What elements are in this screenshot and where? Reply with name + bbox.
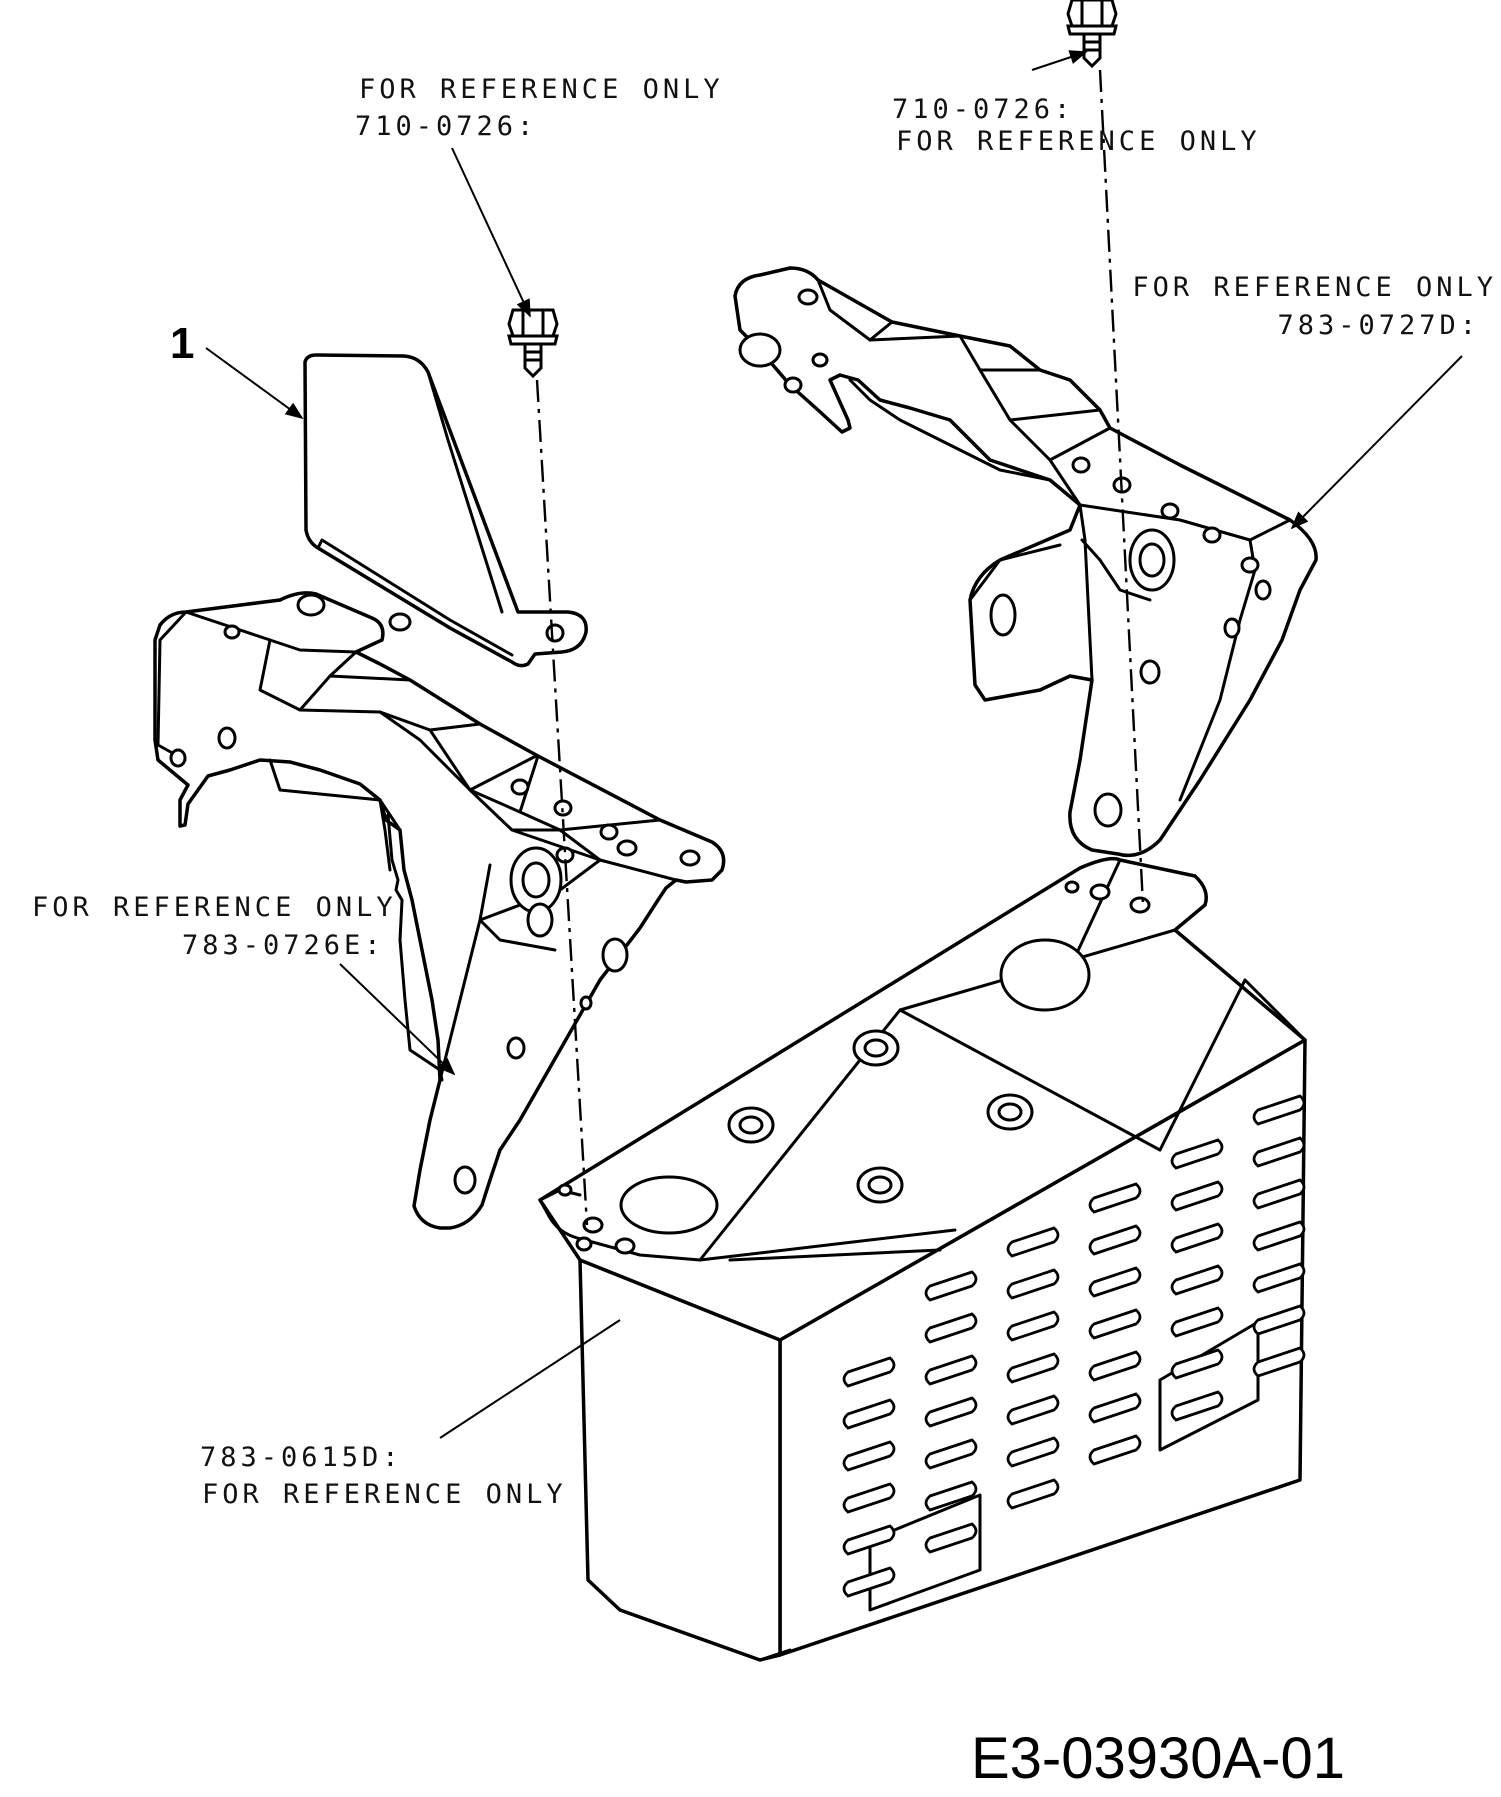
vent-slot (842, 1566, 896, 1598)
leader-bracket-right (1290, 355, 1463, 530)
callout-cover-line1: 783-0615D: (200, 1442, 403, 1473)
vent-slot (1252, 1136, 1306, 1168)
left-frame-bracket (153, 591, 726, 1230)
vent-slot (1170, 1138, 1224, 1170)
shield-plate (303, 353, 588, 668)
vent-slot (1006, 1394, 1060, 1426)
vent-slot (842, 1398, 896, 1430)
vent-slot (1088, 1224, 1142, 1256)
alignment-line-right (1098, 69, 1145, 906)
callout-bracket-right-line2: 783-0727D: (1277, 310, 1480, 341)
vent-slot (842, 1482, 896, 1514)
vent-slot (1088, 1182, 1142, 1214)
alignment-line-left (535, 379, 589, 1226)
vent-slot (1006, 1478, 1060, 1510)
vent-slot (842, 1356, 896, 1388)
leader-bolt-right (1031, 50, 1088, 71)
vent-slot (1088, 1308, 1142, 1340)
vent-slot (842, 1524, 896, 1556)
leader-cover (439, 1319, 621, 1439)
vent-slot (1252, 1304, 1306, 1336)
callout-bracket-left-line1: FOR REFERENCE ONLY (32, 892, 397, 923)
vent-slot (1252, 1346, 1306, 1378)
vent-slot (924, 1270, 978, 1302)
diagram-id: E3-03930A-01 (971, 1726, 1345, 1791)
vent-slot (924, 1396, 978, 1428)
vent-slot (1170, 1390, 1224, 1422)
vent-slot (924, 1480, 978, 1512)
vent-slot (1170, 1306, 1224, 1338)
vent-slot (1252, 1220, 1306, 1252)
vent-slot (1088, 1266, 1142, 1298)
vent-slot (1006, 1352, 1060, 1384)
vent-slot (924, 1312, 978, 1344)
callout-bolt-left-line2: 710-0726: (355, 111, 537, 142)
reference-number-1: 1 (170, 319, 194, 368)
right-frame-bracket (733, 266, 1318, 858)
vent-slot (842, 1440, 896, 1472)
callout-bolt-left-line1: FOR REFERENCE ONLY (359, 74, 724, 105)
callout-bolt-right-line2: FOR REFERENCE ONLY (896, 126, 1261, 157)
vent-slot (924, 1354, 978, 1386)
vent-slot (1170, 1180, 1224, 1212)
callout-bolt-right-line1: 710-0726: (892, 94, 1074, 125)
vent-slot (1170, 1348, 1224, 1380)
vent-slot (1088, 1392, 1142, 1424)
callout-bracket-left-line2: 783-0726E: (182, 930, 385, 961)
vent-slot (1088, 1350, 1142, 1382)
vent-slot (1252, 1094, 1306, 1126)
leader-shield (205, 347, 304, 420)
vent-slot (1006, 1226, 1060, 1258)
vent-slot (1006, 1436, 1060, 1468)
vent-slot (1252, 1178, 1306, 1210)
vent-slot (924, 1438, 978, 1470)
vent-slot (1170, 1264, 1224, 1296)
vent-slot (1088, 1434, 1142, 1466)
callout-cover-line2: FOR REFERENCE ONLY (202, 1479, 567, 1510)
callout-bracket-right-line1: FOR REFERENCE ONLY (1132, 272, 1497, 303)
leader-bracket-left (339, 963, 456, 1076)
vent-slot (1170, 1222, 1224, 1254)
vent-slot (1006, 1310, 1060, 1342)
leader-bolt-left (451, 147, 531, 318)
vent-slot (1252, 1262, 1306, 1294)
bottom-cover (538, 856, 1307, 1662)
vent-slot (1006, 1268, 1060, 1300)
hex-bolt-left-icon (507, 308, 559, 378)
vent-slot (924, 1522, 978, 1554)
